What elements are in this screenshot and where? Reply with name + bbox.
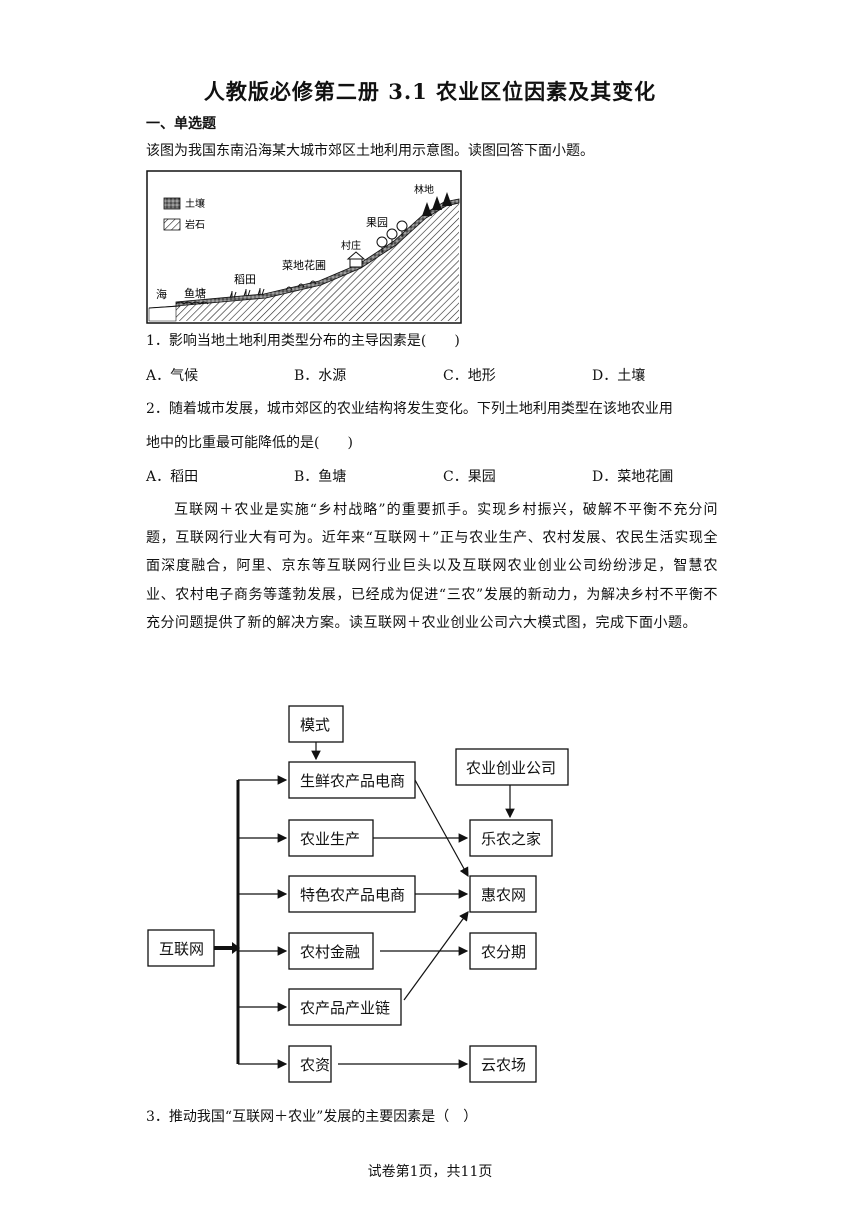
text-model-2: 农业生产 (300, 830, 360, 848)
intro-text: 该图为我国东南沿海某大城市郊区土地利用示意图。读图回答下面小题。 (146, 143, 594, 159)
label-orchard: 果园 (366, 216, 388, 229)
question-2-stem-line2: 地中的比重最可能降低的是( ) (146, 435, 353, 451)
page-title: 人教版必修第二册 3.1 农业区位因素及其变化 (203, 79, 657, 104)
paddy-marks (229, 288, 265, 299)
box-model-5 (288, 988, 402, 1026)
text-model-1: 生鲜农产品电商 (300, 772, 405, 790)
page-footer: 试卷第1页，共11页 (367, 1164, 493, 1180)
reading-passage: 互联网＋农业是实施“乡村战略”的重要抓手。实现乡村振兴，破解不平衡不充分问题，互… (146, 502, 718, 631)
section-heading: 一、单选题 (146, 116, 216, 132)
label-village: 村庄 (341, 239, 361, 252)
label-sea: 海 (156, 287, 167, 301)
q2-option-b: B．鱼塘 (294, 469, 347, 485)
village-house-icon (346, 251, 366, 268)
text-company-1: 乐农之家 (481, 830, 541, 848)
question-3-stem: 3．推动我国“互联网＋农业”发展的主要因素是（ ） (146, 1109, 478, 1125)
box-company-4 (469, 1045, 537, 1083)
sea-area (148, 305, 177, 322)
box-model-1 (288, 761, 416, 799)
text-model-4: 农村金融 (300, 943, 360, 961)
text-mode: 模式 (300, 716, 330, 734)
question-1-options: A．气候 B．水源 C．地形 D．土壤 (146, 365, 718, 385)
box-model-3 (288, 875, 416, 913)
box-mode (288, 705, 344, 743)
question-1-stem: 1．影响当地土地利用类型分布的主导因素是( ) (146, 333, 460, 349)
q2-option-c: C．果园 (443, 469, 496, 485)
rock-layer (176, 203, 459, 321)
soil-layer (175, 198, 460, 307)
q1-option-d: D．土壤 (592, 368, 646, 384)
label-paddy: 稻田 (234, 273, 256, 286)
box-company-1 (469, 819, 553, 857)
label-fishpond: 鱼塘 (184, 286, 206, 300)
land-use-figure: 土壤 岩石 海 鱼塘 稻田 菜地花圃 村庄 果园 林地 (146, 170, 462, 324)
text-model-6: 农资 (300, 1056, 330, 1074)
legend-rock-label: 岩石 (185, 218, 205, 231)
q1-option-a: A．气候 (146, 368, 199, 384)
text-company-2: 惠农网 (481, 886, 526, 904)
box-company-2 (469, 875, 537, 913)
text-company-4: 云农场 (481, 1056, 526, 1074)
q1-option-b: B．水源 (294, 368, 347, 384)
forest-trees (422, 192, 452, 216)
label-vegetable: 菜地花圃 (282, 259, 326, 272)
box-model-6 (288, 1045, 332, 1083)
link-arrow-chain (403, 911, 469, 1001)
fishpond-shape (175, 301, 209, 305)
q2-option-a: A．稻田 (146, 469, 199, 485)
box-model-2 (288, 819, 374, 857)
internet-agriculture-diagram: 互联网 模式 生鲜农产品电商 农业生产 特色农产品电商 农村金融 农产品产业链 … (147, 705, 569, 1083)
legend-soil-label: 土壤 (185, 197, 205, 210)
q1-option-c: C．地形 (443, 368, 496, 384)
link-arrow-fresh (414, 779, 469, 878)
legend-rock-swatch (163, 218, 181, 231)
question-2-options: A．稻田 B．鱼塘 C．果园 D．菜地花圃 (146, 466, 718, 486)
legend-soil-swatch (163, 197, 181, 210)
question-2-stem-line1: 2．随着城市发展，城市郊区的农业结构将发生变化。下列土地利用类型在该地农业用 (146, 401, 673, 417)
box-company-3 (469, 932, 537, 970)
text-company-3: 农分期 (481, 943, 526, 961)
q2-option-d: D．菜地花圃 (592, 469, 674, 485)
text-internet: 互联网 (159, 940, 204, 958)
label-forest: 林地 (414, 183, 434, 196)
box-model-4 (288, 932, 374, 970)
text-company: 农业创业公司 (466, 759, 556, 777)
text-model-5: 农产品产业链 (300, 999, 390, 1017)
text-model-3: 特色农产品电商 (300, 886, 405, 904)
orchard-trees (376, 220, 408, 253)
box-company (455, 748, 569, 786)
vegetable-marks (285, 280, 317, 291)
